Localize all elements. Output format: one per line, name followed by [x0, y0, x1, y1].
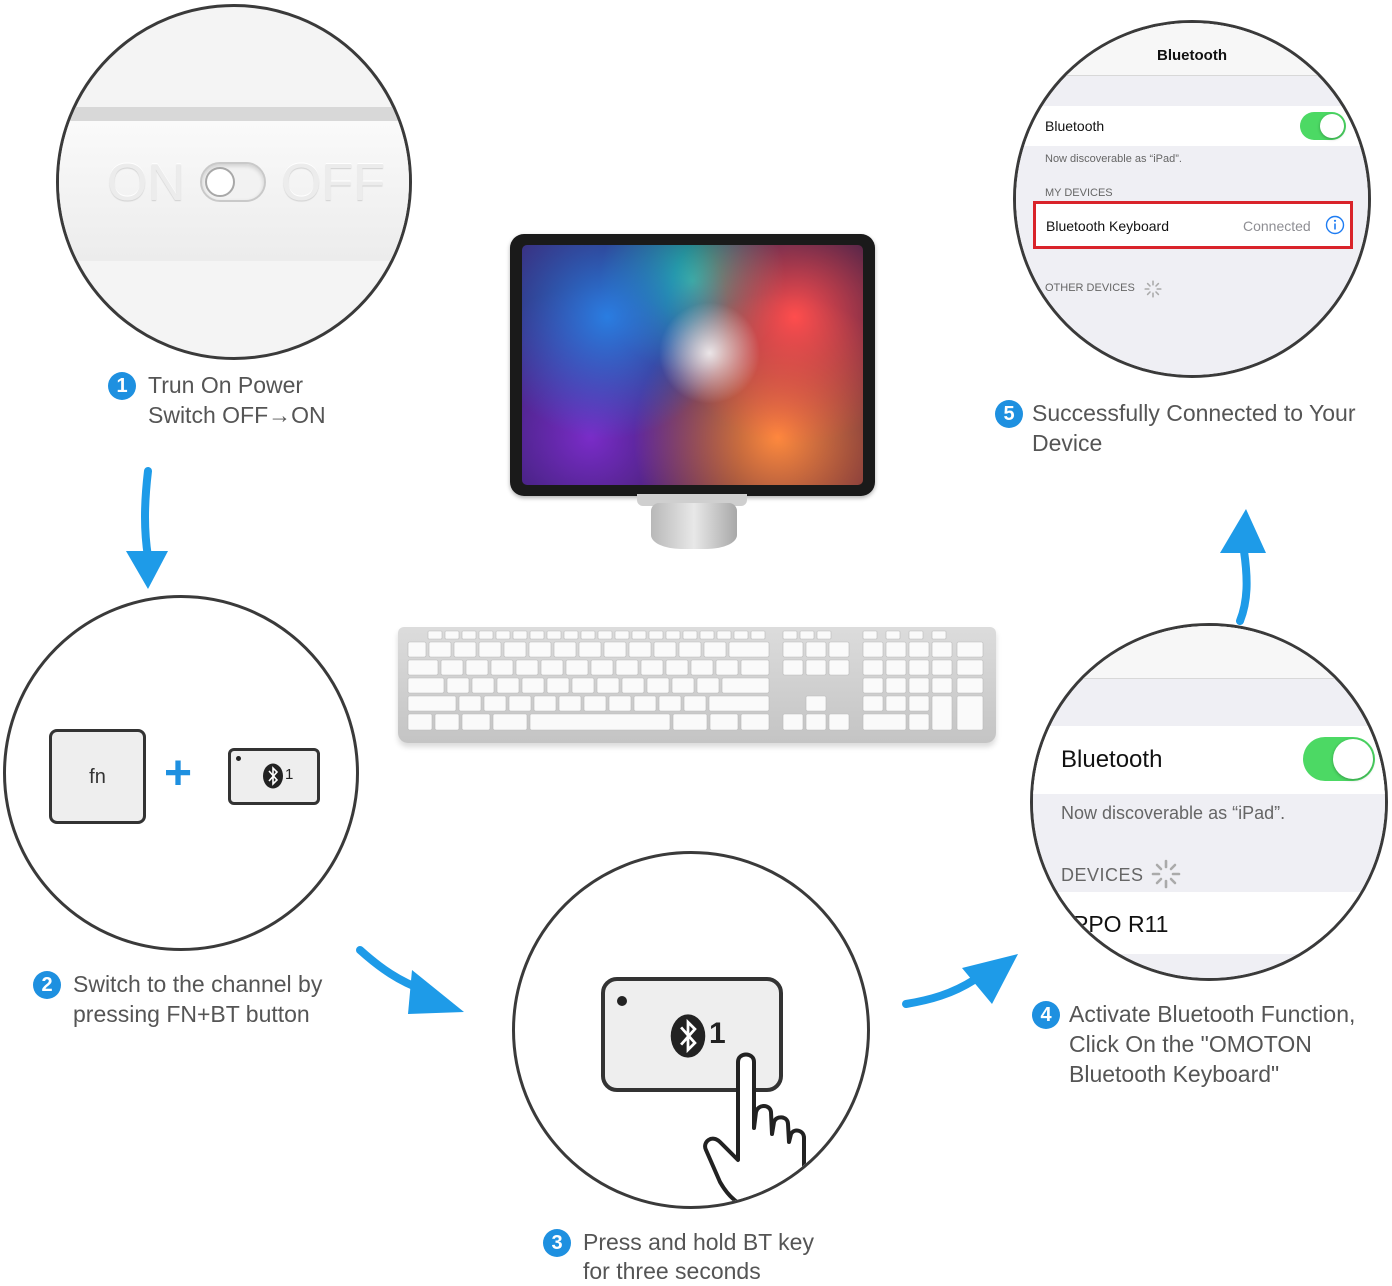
step2-line2: pressing FN+BT button	[73, 1001, 310, 1027]
arrow-icon	[902, 954, 1018, 1008]
step4-line3: Bluetooth Keyboard"	[1069, 1061, 1280, 1087]
discoverable-text: Now discoverable as “iPad”.	[1045, 153, 1182, 165]
step4-number: 4	[1032, 1001, 1060, 1029]
spinner-icon	[1151, 859, 1181, 889]
step4-circle: Bluetooth Now discoverable as “iPad”. DE…	[1030, 623, 1388, 981]
bluetooth-row-label: Bluetooth	[1061, 746, 1163, 773]
step5-caption: 5 Successfully Connected to Your Device	[995, 398, 1390, 462]
device-row-highlighted[interactable]: Bluetooth Keyboard Connected	[1033, 201, 1353, 249]
fn-key-label: fn	[89, 766, 106, 788]
step3-line2: for three seconds	[583, 1258, 761, 1284]
spinner-icon	[1144, 280, 1162, 298]
keyboard-edge	[59, 107, 409, 121]
ios-nav-bar: Bluetooth	[1016, 23, 1368, 76]
device-row[interactable]: PPO R11	[1033, 892, 1385, 954]
step4-line1: Activate Bluetooth Function,	[1069, 1001, 1356, 1027]
bluetooth-toggle[interactable]	[1303, 737, 1375, 781]
devices-header: DEVICES	[1061, 865, 1144, 885]
nav-title: Bluetooth	[1157, 47, 1227, 64]
bluetooth-icon	[263, 763, 283, 789]
tablet	[510, 234, 875, 496]
step3-caption: 3 Press and hold BT key for three second…	[543, 1227, 863, 1284]
bt-key-dot	[236, 756, 241, 761]
arrow-icon	[356, 946, 464, 1014]
hand-pointer-icon	[703, 1052, 806, 1206]
bt-key[interactable]: 1	[228, 748, 320, 805]
arrow-icon	[126, 467, 168, 589]
power-switch[interactable]	[200, 162, 266, 202]
step5-line1: Successfully Connected to Your	[1032, 400, 1356, 426]
bt-key-large[interactable]: 1	[601, 977, 783, 1092]
other-devices-header: OTHER DEVICES	[1045, 282, 1135, 294]
device-row-label: PPO R11	[1073, 911, 1169, 937]
step2-caption: 2 Switch to the channel by pressing FN+B…	[33, 969, 363, 1033]
switch-off-label: OFF	[281, 154, 385, 212]
ios-nav-bar	[1033, 626, 1385, 679]
step1-line1: Trun On Power	[148, 372, 304, 398]
step1-circle: ON OFF	[56, 4, 412, 360]
step5-line2: Device	[1032, 430, 1103, 456]
step1-line2: Switch OFF→ON	[148, 402, 326, 428]
step4-line2: Click On the "OMOTON	[1069, 1031, 1312, 1057]
device-status: Connected	[1243, 218, 1311, 234]
bt-key-large-channel: 1	[709, 1017, 726, 1050]
bluetooth-toggle[interactable]	[1300, 112, 1346, 140]
my-devices-header: MY DEVICES	[1045, 187, 1113, 199]
step1-number: 1	[108, 372, 136, 400]
tablet-stand	[651, 503, 737, 549]
step2-line1: Switch to the channel by	[73, 971, 323, 997]
tablet-screen	[522, 245, 863, 485]
step5-circle: Bluetooth Bluetooth Now discoverable as …	[1013, 20, 1371, 378]
power-switch-knob	[205, 167, 235, 197]
step3-circle: 1	[512, 851, 870, 1209]
step1-caption: 1 Trun On Power Switch OFF→ON	[108, 370, 408, 434]
step5-number: 5	[995, 400, 1023, 428]
step4-caption: 4 Activate Bluetooth Function, Click On …	[1032, 999, 1392, 1093]
arrow-icon	[1220, 509, 1266, 625]
keyboard-keys	[407, 630, 984, 731]
bluetooth-row[interactable]: Bluetooth	[1033, 726, 1385, 794]
device-row-label: Bluetooth Keyboard	[1046, 218, 1169, 234]
step2-number: 2	[33, 971, 61, 999]
bluetooth-row-label: Bluetooth	[1045, 118, 1105, 134]
bluetooth-row[interactable]: Bluetooth	[1016, 106, 1368, 146]
fn-key[interactable]: fn	[49, 729, 146, 824]
bt-key-channel: 1	[285, 766, 294, 783]
ios-settings-background	[1016, 23, 1368, 375]
discoverable-text: Now discoverable as “iPad”.	[1061, 803, 1286, 823]
info-icon[interactable]	[1325, 215, 1345, 235]
step3-number: 3	[543, 1229, 571, 1257]
step2-circle: fn + 1	[3, 595, 359, 951]
bluetooth-icon	[670, 1014, 706, 1058]
keyboard	[398, 627, 996, 743]
plus-sign: +	[164, 747, 193, 800]
bt-key-large-dot	[617, 996, 627, 1006]
switch-on-label: ON	[107, 154, 185, 212]
step3-line1: Press and hold BT key	[583, 1229, 814, 1255]
